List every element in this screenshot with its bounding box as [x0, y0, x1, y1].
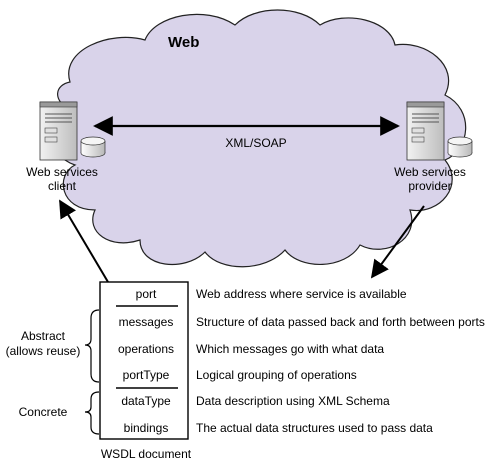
abstract-brace — [84, 309, 100, 383]
wsdl-caption: WSDL document — [101, 447, 192, 461]
wsdl-element-porttype: portType — [123, 368, 170, 382]
wsdl-description-porttype: Logical grouping of operations — [196, 368, 357, 382]
provider-label-line1: Web services — [394, 165, 466, 179]
client-label-line2: client — [48, 179, 77, 193]
abstract-label-line1: Abstract — [21, 329, 66, 343]
wsdl-element-bindings: bindings — [124, 421, 169, 435]
xml-soap-label: XML/SOAP — [225, 136, 286, 150]
wsdl-element-datatype: dataType — [121, 394, 171, 408]
wsdl-description-operations: Which messages go with what data — [196, 342, 384, 356]
wsdl-description-messages: Structure of data passed back and forth … — [196, 315, 485, 329]
concrete-brace — [84, 391, 100, 435]
provider-server-icon — [406, 101, 473, 161]
concrete-label: Concrete — [19, 405, 68, 419]
wsdl-description-bindings: The actual data structures used to pass … — [196, 421, 433, 435]
wsdl-to-client-arrow — [59, 199, 109, 283]
client-server-icon — [39, 101, 106, 161]
wsdl-rows: port Web address where service is availab… — [118, 287, 485, 435]
wsdl-description-datatype: Data description using XML Schema — [196, 394, 390, 408]
wsdl-element-messages: messages — [119, 315, 174, 329]
wsdl-document-box — [99, 281, 189, 440]
wsdl-element-operations: operations — [118, 342, 174, 356]
provider-to-wsdl-arrow — [370, 205, 425, 279]
cloud-title: Web — [168, 34, 199, 51]
wsdl-description-port: Web address where service is available — [196, 287, 407, 301]
client-label-line1: Web services — [26, 165, 98, 179]
abstract-label-line2: (allows reuse) — [6, 344, 81, 358]
wsdl-element-port: port — [136, 287, 157, 301]
provider-label-line2: provider — [408, 179, 451, 193]
